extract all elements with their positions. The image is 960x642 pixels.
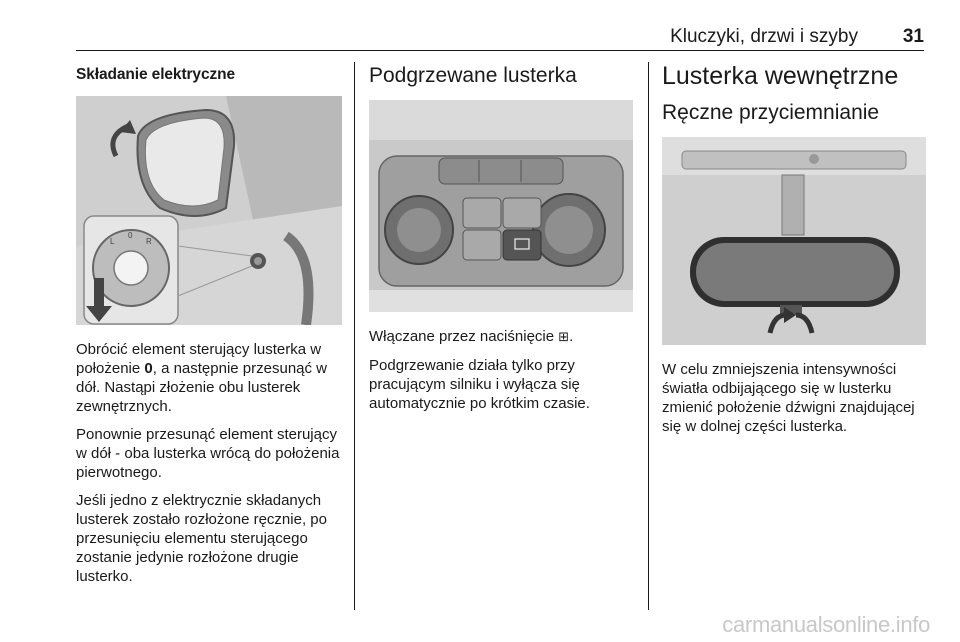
climate-panel-illustration (369, 100, 633, 312)
svg-text:0: 0 (128, 231, 133, 240)
section-heated-mirrors: Podgrzewane lusterka Włączane przez naci… (369, 62, 633, 422)
heated-mirror-icon: ⊞ (558, 330, 570, 345)
paragraph-dimming: W celu zmniejszenia intensywności światł… (662, 361, 915, 435)
svg-text:R: R (146, 237, 152, 246)
watermark: carmanualsonline.info (722, 612, 930, 637)
page-number: 31 (902, 26, 924, 47)
paragraph-activation-text: Włączane przez naciśnięcie (369, 328, 559, 345)
mirror-control-illustration: L 0 R (76, 96, 342, 325)
running-header-title: Kluczyki, drzwi i szyby (670, 26, 858, 47)
section-interior-mirrors: Lusterka wewnętrzne Ręczne przyciemniani… (662, 62, 926, 445)
section-heading: Składanie elektryczne (76, 66, 236, 83)
svg-text:L: L (110, 237, 115, 246)
section-heading: Lusterka wewnętrzne (662, 62, 899, 90)
subsection-heading: Ręczne przyciemnianie (662, 101, 880, 124)
paragraph-activation: Włączane przez naciśnięcie ⊞. (369, 327, 633, 347)
position-zero-label: 0 (144, 360, 153, 377)
rearview-mirror-illustration (662, 137, 926, 345)
paragraph-manual-unfold: Jeśli jedno z elektrycznie składanych lu… (76, 492, 327, 585)
paragraph-return: Ponownie przesunąć element sterujący w d… (76, 426, 340, 481)
section-electric-folding: Składanie elektryczne L 0 R Obrócić elem… (76, 62, 342, 595)
paragraph-activation-end: . (569, 328, 574, 345)
paragraph-fold-part2: , a następnie przesunąć w dół. Nastąpi z… (76, 360, 328, 415)
paragraph-fold: Obrócić element sterujący lusterka w poł… (76, 340, 342, 416)
column-divider-2 (648, 62, 649, 610)
header-divider (76, 50, 924, 51)
section-heading: Podgrzewane lusterka (369, 64, 577, 87)
paragraph-fold-part1: Obrócić element sterujący lusterka w poł… (76, 341, 322, 377)
paragraph-operation: Podgrzewanie działa tylko przy pracujący… (369, 357, 590, 412)
column-divider-1 (354, 62, 355, 610)
